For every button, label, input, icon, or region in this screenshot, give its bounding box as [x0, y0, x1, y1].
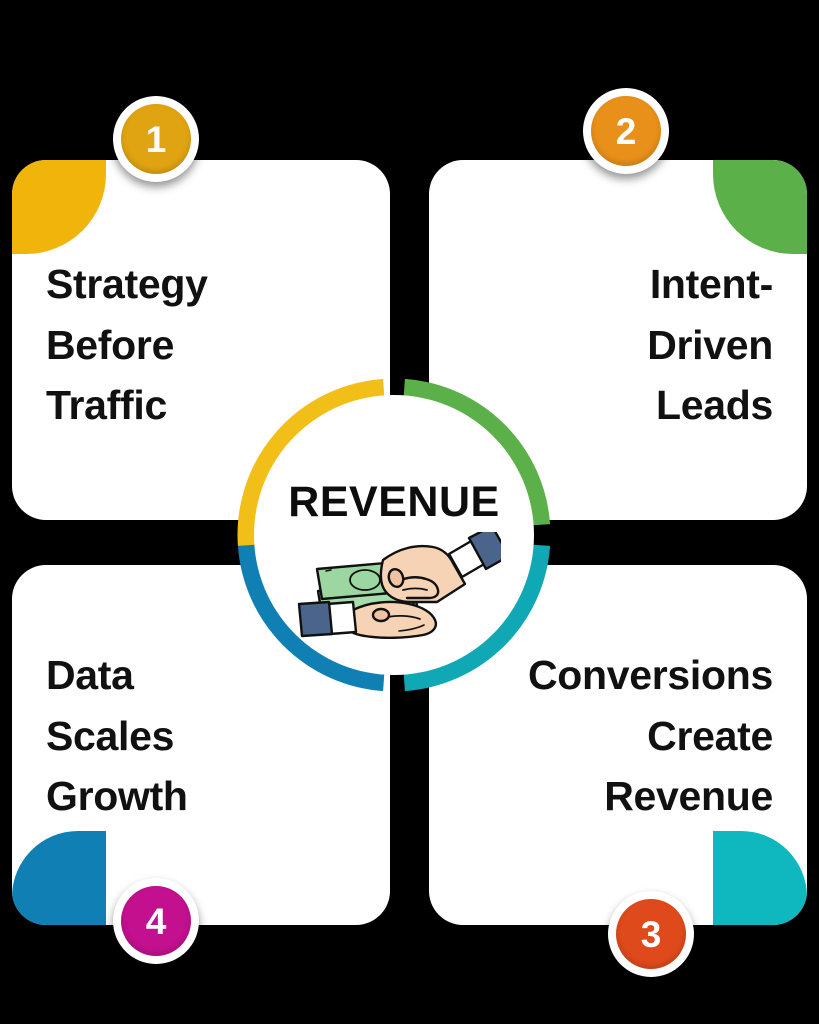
center-disc: REVENUE — [254, 395, 534, 675]
giving-hand — [379, 532, 501, 604]
hand-giving-money-icon — [297, 532, 501, 639]
card-strategy-before-traffic[interactable]: Strategy Before Traffic — [12, 160, 390, 520]
ring-segment-top-right — [403, 378, 551, 526]
step-badge-1[interactable]: 1 — [113, 96, 199, 182]
card-title-2: Intent- Driven Leads — [647, 261, 773, 429]
step-badge-3-disc: 3 — [616, 899, 686, 969]
center-hub[interactable]: REVENUE — [237, 378, 551, 692]
step-badge-4-number: 4 — [145, 900, 167, 942]
ring-segment-bottom-left — [237, 544, 385, 692]
card-title-4: Data Scales Growth — [46, 652, 188, 820]
ring-segment-top-left — [237, 378, 385, 547]
step-badge-1-disc: 1 — [121, 104, 191, 174]
ring-segment-bottom-right — [403, 544, 551, 692]
corner-accent-top-right — [713, 160, 807, 254]
card-intent-driven-leads[interactable]: Intent- Driven Leads — [429, 160, 807, 520]
corner-accent-bottom-right — [713, 831, 807, 925]
corner-accent-bottom-left — [12, 831, 106, 925]
card-title-3: Conversions Create Revenue — [527, 652, 773, 820]
step-badge-4[interactable]: 4 — [113, 878, 199, 964]
step-badge-3-number: 3 — [640, 913, 662, 955]
receiving-hand — [297, 600, 437, 639]
step-badge-2-number: 2 — [615, 110, 637, 152]
segmented-ring — [237, 378, 551, 692]
step-badge-2[interactable]: 2 — [583, 88, 669, 174]
card-title-1: Strategy Before Traffic — [46, 261, 208, 429]
step-badge-3[interactable]: 3 — [608, 891, 694, 977]
center-label: REVENUE — [288, 478, 500, 526]
corner-accent-top-left — [12, 160, 106, 254]
step-badge-2-disc: 2 — [591, 96, 661, 166]
step-badge-4-disc: 4 — [121, 886, 191, 956]
step-badge-1-number: 1 — [145, 118, 167, 160]
